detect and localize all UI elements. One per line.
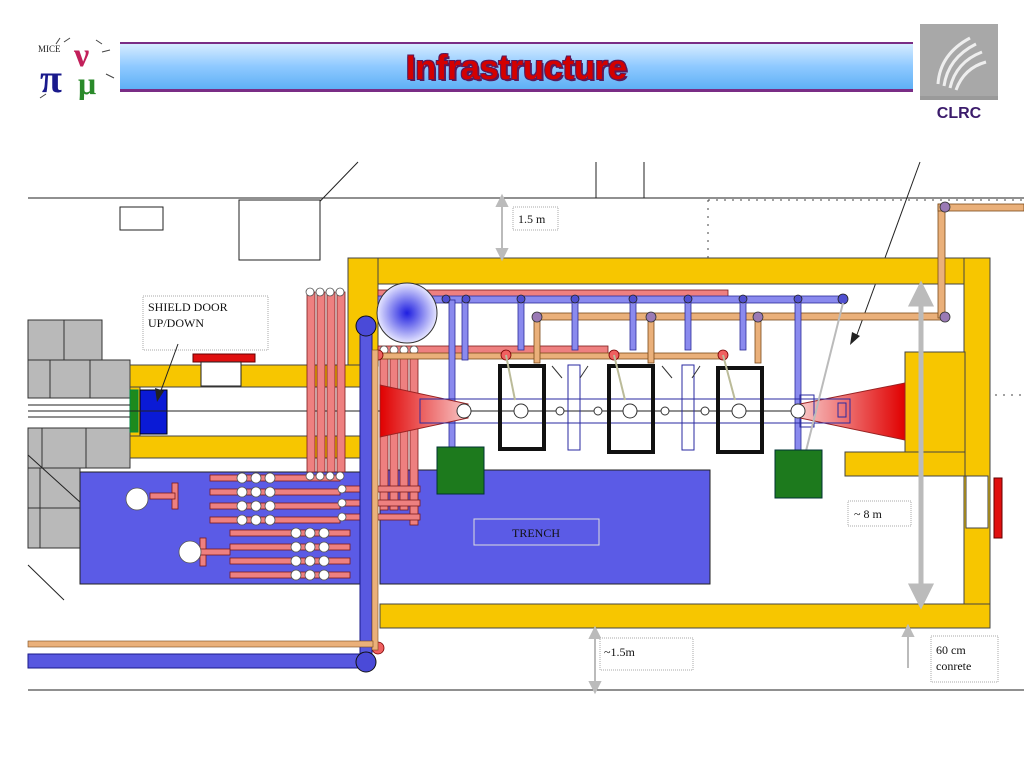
- blue-elbow: [355, 651, 377, 673]
- svg-text:π: π: [40, 56, 62, 100]
- bottom-gap-label-box: [599, 637, 694, 671]
- upstream-detector-cone: [379, 384, 469, 438]
- electronics-rack: [436, 446, 485, 495]
- dimension-arrow-concrete: [901, 623, 915, 668]
- spherical-tank: [376, 282, 438, 344]
- feed-line: [505, 354, 516, 401]
- hall-width-label-box: [847, 500, 912, 527]
- svg-text:ν: ν: [73, 37, 89, 74]
- clrc-logo-text: CLRC: [937, 105, 982, 122]
- dimension-arrow-bottom: [588, 625, 602, 695]
- pointer-line: [854, 161, 921, 341]
- mice-logo-text: MICE: [38, 44, 61, 54]
- concrete-walls: [129, 257, 991, 629]
- pointer-arrowhead: [850, 332, 860, 345]
- shield-door-hatch: [200, 361, 242, 387]
- shield-door: [139, 389, 168, 435]
- pipe-joints: [531, 201, 951, 323]
- blue-feed-pipe: [27, 653, 367, 669]
- mice-logo: MICE π ν μ: [36, 34, 116, 101]
- svg-text:μ: μ: [78, 65, 96, 100]
- title-bar: Infrastructure: [120, 42, 913, 92]
- shield-blocks: [27, 319, 131, 549]
- coupling-coils: [551, 365, 701, 379]
- blue-pipe-risers: [448, 299, 802, 461]
- red-marker: [993, 477, 1003, 539]
- blue-elbow: [355, 315, 377, 337]
- hall-width-label: ~ 8 m: [854, 507, 882, 521]
- channel-outline: [419, 398, 851, 424]
- top-gap-label: 1.5 m: [518, 212, 546, 226]
- pointer-line: [27, 564, 65, 601]
- pointer-line: [158, 343, 179, 397]
- feed-line: [722, 354, 736, 401]
- shield-door-label-line2: UP/DOWN: [148, 316, 204, 330]
- pipe-valves: [125, 287, 419, 581]
- beam-elements: [456, 403, 806, 419]
- trench-label: TRENCH: [512, 526, 560, 540]
- clrc-logo: CLRC: [920, 24, 998, 122]
- shield-door-label-box: [142, 295, 269, 351]
- absorber-modules: [498, 364, 764, 454]
- top-gap-label-box: [512, 206, 559, 231]
- rf-cavities: [567, 364, 847, 451]
- concrete-label-line1: 60 cm: [936, 643, 966, 657]
- bottom-gap-label: ~1.5m: [604, 645, 635, 659]
- concrete-label-box: [930, 635, 999, 683]
- equipment-box: [238, 199, 321, 261]
- wall-opening: [965, 475, 989, 529]
- pointer-arrowhead: [155, 388, 164, 402]
- tan-vertical-main: [371, 349, 379, 651]
- concrete-label-line2: conrete: [936, 659, 971, 673]
- shield-door-label-line1: SHIELD DOOR: [148, 300, 228, 314]
- feed-line: [804, 302, 844, 456]
- dimension-arrow-hall: [907, 280, 935, 610]
- shield-door-rail: [192, 353, 256, 363]
- tan-feed-pipe: [27, 640, 374, 648]
- blue-vertical-main: [359, 319, 373, 661]
- dimension-arrow-top: [495, 193, 509, 262]
- page-title: Infrastructure: [405, 49, 628, 87]
- equipment-box: [119, 206, 164, 231]
- feed-line: [613, 354, 626, 401]
- blue-joints: [441, 293, 849, 305]
- electronics-rack: [774, 449, 823, 499]
- trench-label-box: [473, 518, 600, 546]
